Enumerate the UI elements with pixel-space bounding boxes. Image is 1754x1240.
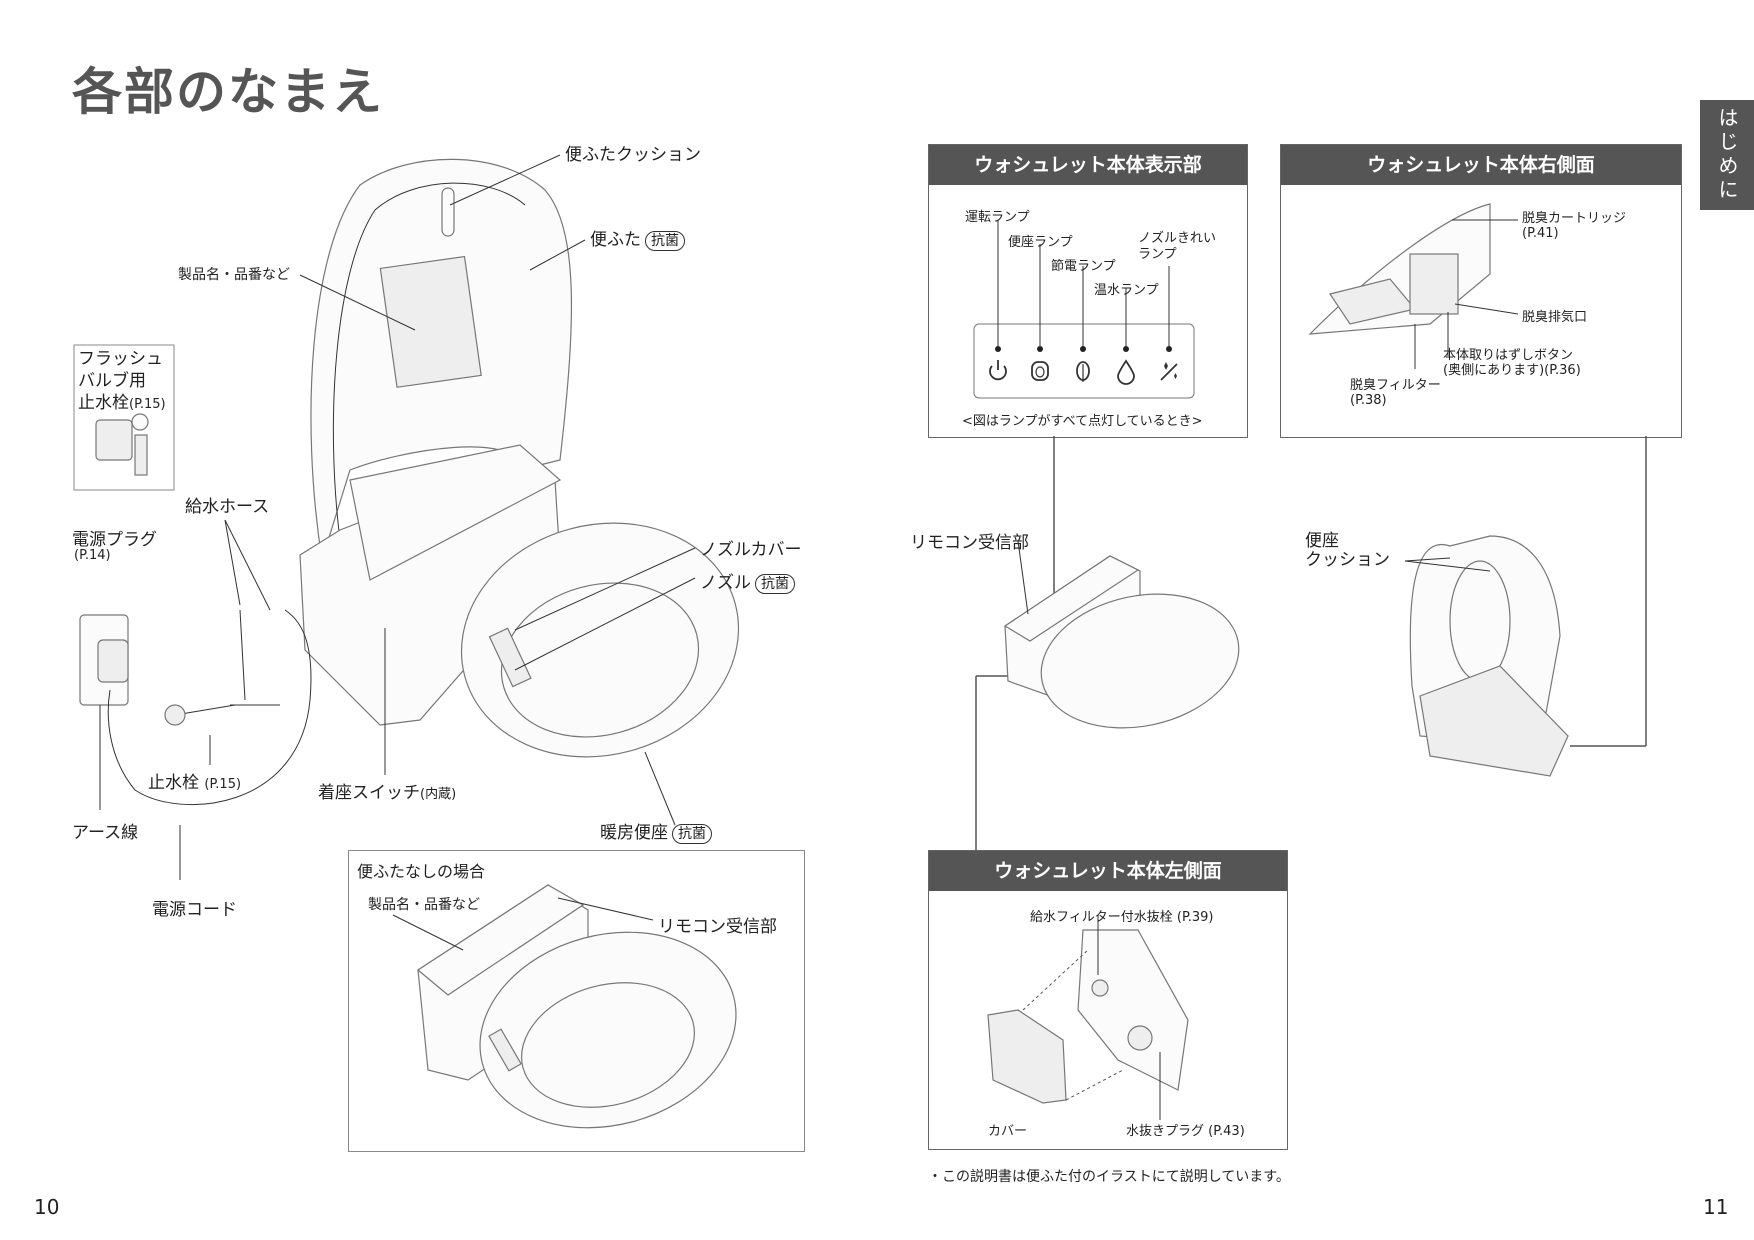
center-illustrations bbox=[975, 436, 1647, 851]
lamp-seat-label: 便座ランプ bbox=[1008, 235, 1073, 250]
remote-receiver-label: リモコン受信部 bbox=[910, 533, 1029, 553]
power-plug-label: 電源プラグ bbox=[72, 530, 157, 550]
cover-label: カバー bbox=[988, 1124, 1028, 1139]
exhaust-label: 脱臭排気口 bbox=[1522, 310, 1588, 325]
power-cord-label: 電源コード bbox=[152, 900, 237, 920]
footnote: ・この説明書は便ふた付のイラストにて説明しています。 bbox=[928, 1169, 1290, 1185]
antibacterial-badge: 抗菌 bbox=[755, 574, 795, 594]
right-side-drawing bbox=[1308, 203, 1519, 369]
display-panel-title: ウォシュレット本体表示部 bbox=[929, 145, 1247, 185]
no-lid-product-name: 製品名・品番など bbox=[368, 897, 480, 913]
lid-cushion-label: 便ふたクッション bbox=[565, 145, 701, 165]
earth-wire-label: アース線 bbox=[72, 823, 139, 843]
no-lid-illustration bbox=[392, 884, 737, 1129]
release-button-label: 本体取りはずしボタン (奥側にあります)(P.36) bbox=[1443, 348, 1581, 378]
page-number-right: 11 bbox=[1703, 1195, 1729, 1219]
flush-valve-label: フラッシュ バルブ用 止水栓(P.15) bbox=[78, 349, 166, 413]
no-lid-inset bbox=[348, 850, 805, 1152]
stop-valve-label: 止水栓 (P.15) bbox=[148, 773, 242, 793]
drain-plug-label: 水抜きプラグ (P.43) bbox=[1126, 1124, 1245, 1139]
leaf-icon bbox=[1076, 361, 1090, 382]
right-side-title: ウォシュレット本体右側面 bbox=[1281, 145, 1681, 185]
antibacterial-badge: 抗菌 bbox=[672, 824, 712, 844]
antibacterial-badge: 抗菌 bbox=[645, 231, 685, 251]
lamp-nozzle-clean-label: ノズルきれい ランプ bbox=[1138, 231, 1217, 262]
product-name-label: 製品名・品番など bbox=[178, 267, 290, 283]
power-icon bbox=[989, 360, 1007, 381]
side-tab[interactable]: はじめに bbox=[1700, 100, 1754, 210]
nozzle-cover-label: ノズルカバー bbox=[700, 540, 802, 560]
left-side-title: ウォシュレット本体左側面 bbox=[929, 851, 1287, 891]
seat-icon bbox=[1031, 361, 1049, 381]
power-plug-ref: (P.14) bbox=[74, 548, 111, 563]
deodorant-filter-label: 脱臭フィルター (P.38) bbox=[1350, 378, 1441, 408]
seat-cushion-label: 便座 クッション bbox=[1305, 531, 1390, 570]
left-side-drawing bbox=[987, 915, 1189, 1120]
lamp-water-label: 温水ランプ bbox=[1094, 283, 1159, 298]
nozzle-sparkle-icon bbox=[1160, 362, 1178, 381]
page-title: 各部のなまえ bbox=[72, 63, 384, 121]
supply-hose-label: 給水ホース bbox=[185, 497, 270, 517]
no-lid-title: 便ふたなしの場合 bbox=[357, 862, 486, 881]
lamp-power-label: 運転ランプ bbox=[965, 210, 1030, 225]
main-toilet-illustration bbox=[73, 154, 740, 880]
filter-plug-label: 給水フィルター付水抜栓 (P.39) bbox=[1030, 910, 1214, 925]
heated-seat-label: 暖房便座抗菌 bbox=[600, 818, 712, 844]
lamp-saving-label: 節電ランプ bbox=[1051, 259, 1116, 274]
seat-switch-label: 着座スイッチ(内蔵) bbox=[318, 783, 457, 803]
nozzle-label: ノズル抗菌 bbox=[700, 568, 795, 594]
water-drop-icon bbox=[1117, 359, 1135, 385]
display-panel-box: ウォシュレット本体表示部 bbox=[928, 144, 1248, 438]
display-panel-note: <図はランプがすべて点灯しているとき> bbox=[962, 414, 1203, 429]
page-number-left: 10 bbox=[34, 1195, 60, 1219]
cartridge-label: 脱臭カートリッジ(P.41) bbox=[1522, 211, 1627, 241]
no-lid-remote-receiver: リモコン受信部 bbox=[658, 917, 777, 937]
display-panel-drawing bbox=[973, 220, 1195, 399]
lid-label: 便ふた抗菌 bbox=[590, 225, 685, 251]
